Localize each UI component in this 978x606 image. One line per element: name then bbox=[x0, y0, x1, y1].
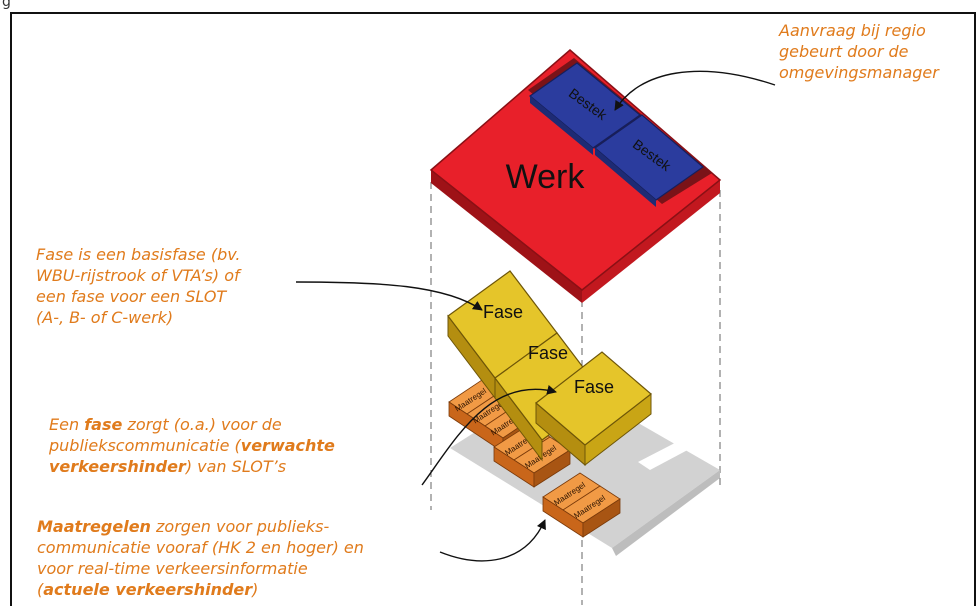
caption-aanvraag-line-2: gebeurt door de bbox=[779, 42, 909, 61]
caption-aanvraag-line-3: omgevingsmanager bbox=[779, 63, 939, 82]
diagram-frame bbox=[10, 12, 976, 606]
arrow-fase-caption-to-fase bbox=[295, 281, 483, 311]
text-part-bold: verwachte bbox=[240, 436, 335, 455]
caption-fase-zorgt-line-3: verkeershinder) van SLOT’s bbox=[49, 456, 335, 477]
arrow-een-fase-to-fase bbox=[421, 385, 557, 486]
caption-maatregelen-line-2: communicatie vooraf (HK 2 en hoger) en bbox=[37, 538, 364, 557]
caption-fase-line-1: Fase is een basisfase (bv. bbox=[36, 245, 241, 264]
fase-block-3 bbox=[535, 351, 652, 467]
text-part: zorgt (o.a.) voor de bbox=[122, 415, 282, 434]
bestek-block-1 bbox=[529, 62, 641, 155]
fase-label-3: Fase bbox=[574, 377, 614, 397]
text-part: publiekscommunicatie ( bbox=[49, 436, 241, 455]
text-part: ) van SLOT’s bbox=[185, 457, 287, 476]
caption-aanvraag-line-1: Aanvraag bij regio bbox=[779, 21, 926, 40]
caption-maatregelen-line-4: (actuele verkeershinder) bbox=[37, 579, 364, 600]
top-caption: g bbox=[2, 0, 11, 10]
text-part-bold: verkeershinder bbox=[49, 457, 186, 476]
dashed-guides bbox=[430, 182, 721, 605]
caption-maatregelen-line-1: Maatregelen zorgen voor publieks- bbox=[37, 516, 364, 537]
fase-label-1: Fase bbox=[483, 302, 523, 322]
text-part: zorgen voor publieks- bbox=[150, 517, 330, 536]
arrow-aanvraag-to-bestek bbox=[614, 70, 776, 111]
caption-fase-basis: Fase is een basisfase (bv. WBU-rijstrook… bbox=[36, 244, 240, 328]
text-part-bold: actuele verkeershinder bbox=[43, 580, 253, 599]
caption-fase-line-4: (A-, B- of C-werk) bbox=[36, 308, 174, 327]
caption-fase-zorgt-line-2: publiekscommunicatie (verwachte bbox=[49, 435, 335, 456]
text-part: ) bbox=[252, 580, 259, 599]
caption-fase-zorgt: Een fase zorgt (o.a.) voor de publieksco… bbox=[49, 414, 335, 477]
fase-label-2: Fase bbox=[528, 343, 568, 363]
caption-maatregelen: Maatregelen zorgen voor publieks- commun… bbox=[37, 516, 364, 600]
caption-aanvraag: Aanvraag bij regio gebeurt door de omgev… bbox=[779, 20, 939, 83]
text-part-bold: Maatregelen bbox=[37, 517, 151, 536]
caption-fase-zorgt-line-1: Een fase zorgt (o.a.) voor de bbox=[49, 414, 335, 435]
werk-label: Werk bbox=[506, 158, 586, 196]
text-part: ( bbox=[37, 580, 44, 599]
caption-maatregelen-line-3: voor real-time verkeersinformatie bbox=[37, 559, 308, 578]
bestek-block-2 bbox=[594, 114, 704, 207]
caption-fase-line-3: een fase voor een SLOT bbox=[36, 287, 227, 306]
text-part: Een bbox=[49, 415, 85, 434]
arrow-maatregelen-to-block bbox=[439, 519, 546, 562]
maatregel-group-3 bbox=[542, 472, 621, 538]
text-part-bold: fase bbox=[84, 415, 123, 434]
caption-fase-line-2: WBU-rijstrook of VTA’s) of bbox=[36, 266, 240, 285]
